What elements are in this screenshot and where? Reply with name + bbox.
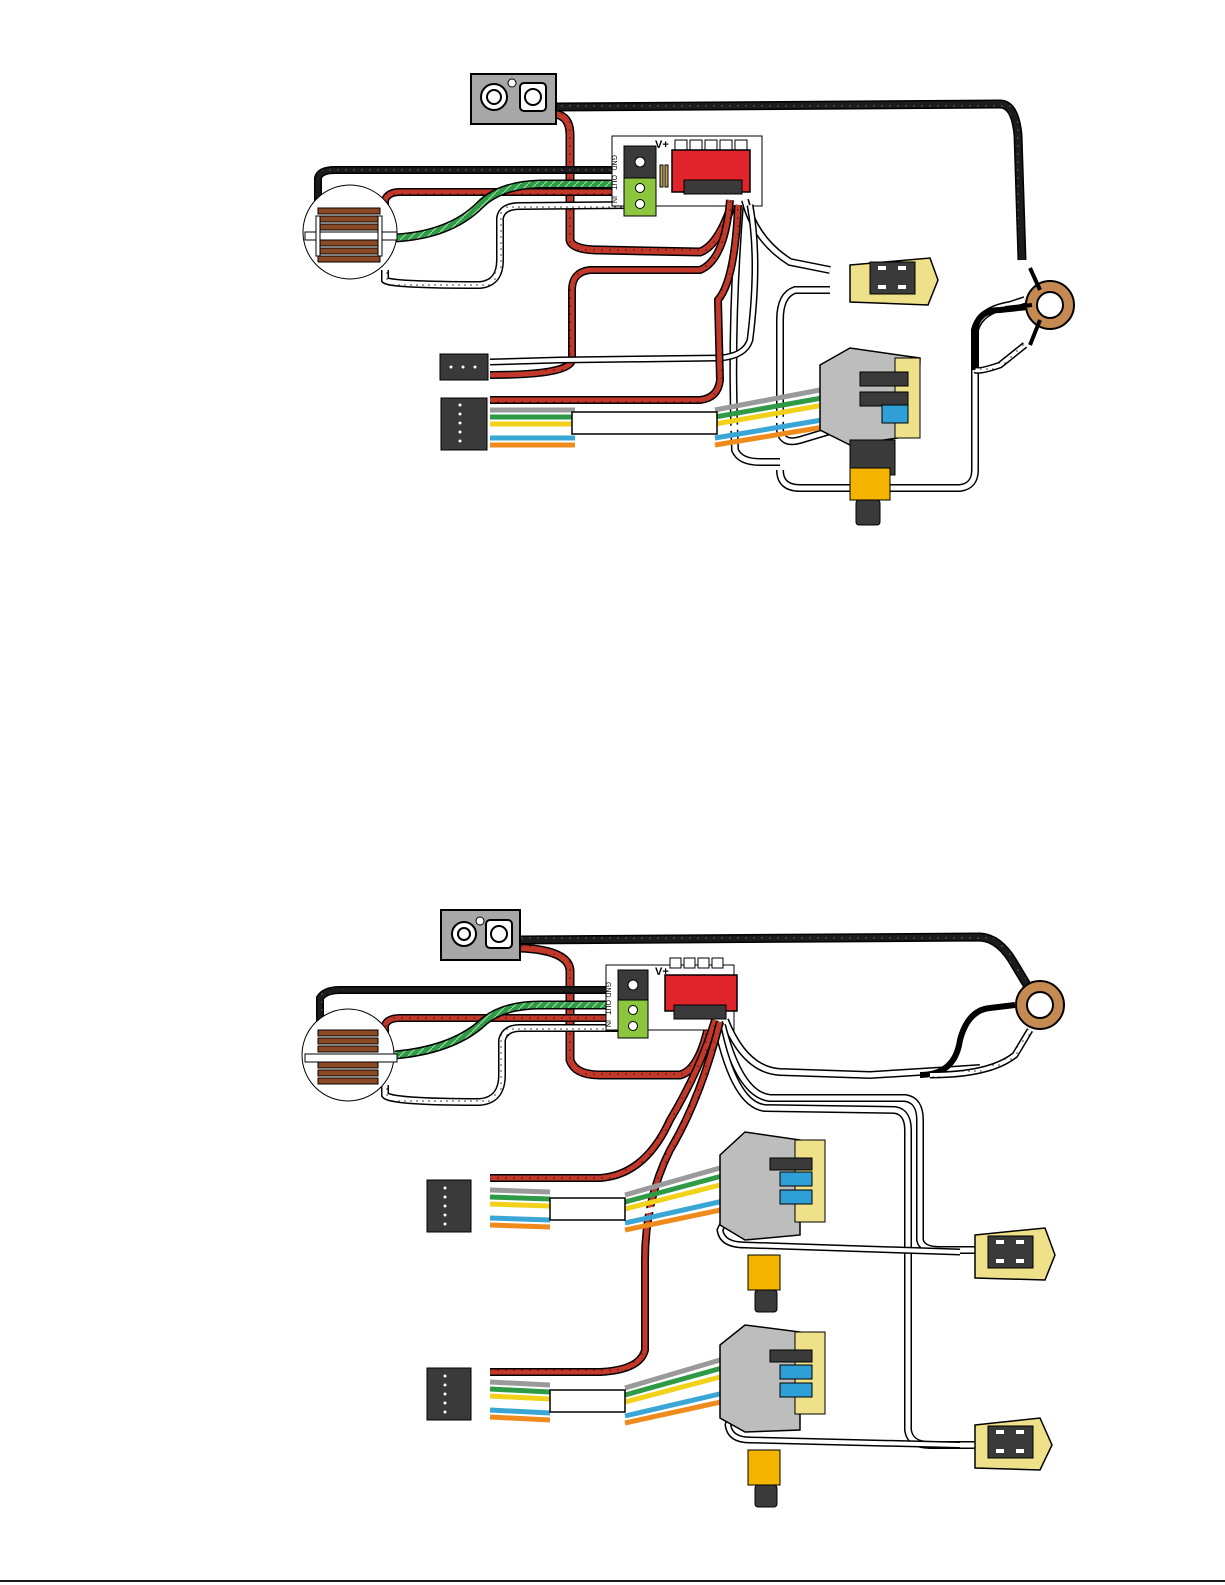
diagram-bottom: V+ GND OUT IN — [302, 910, 1064, 1507]
board-label-gnd: GND — [610, 155, 617, 171]
3-way-splitter-icon — [1016, 981, 1064, 1029]
pickup-icon — [303, 185, 397, 279]
board-label-in: IN — [610, 196, 617, 203]
trim-pot-icon — [975, 1228, 1055, 1280]
mini-switch-icon — [780, 1365, 812, 1379]
mini-switch-icon — [882, 405, 908, 423]
output-jack-icon — [471, 74, 556, 124]
preamp-board-icon: V+ GND OUT IN — [610, 136, 762, 216]
page-bottom-rule — [0, 1580, 1225, 1582]
trim-pot-icon — [850, 258, 938, 305]
red-wire-to-connector-1 — [490, 200, 730, 375]
mini-switch-icon — [780, 1383, 812, 1397]
board-label-in: IN — [604, 1020, 611, 1027]
connector-plug-icon — [427, 1368, 471, 1420]
diagram-top: V+ GND OUT IN — [303, 74, 1074, 525]
connector-plug-icon — [427, 1180, 471, 1232]
output-jack-icon — [441, 910, 520, 960]
connector-plug-icon — [441, 398, 487, 450]
push-pull-pot-icon — [720, 1132, 825, 1312]
connector-plug-icon — [440, 354, 488, 380]
board-label-gnd: GND — [604, 982, 611, 998]
board-label-power: V+ — [655, 139, 669, 151]
trim-pot-icon — [975, 1418, 1052, 1470]
mini-switch-icon — [780, 1172, 812, 1186]
board-label-out: OUT — [604, 1000, 611, 1016]
push-pull-pot-icon — [720, 1325, 825, 1507]
board-label-out: OUT — [610, 175, 617, 191]
black-wire-jack-to-splitter — [520, 937, 1030, 990]
3-way-splitter-icon — [1005, 268, 1074, 345]
mini-switch-icon — [780, 1190, 812, 1204]
push-pull-pot-icon — [820, 348, 920, 525]
